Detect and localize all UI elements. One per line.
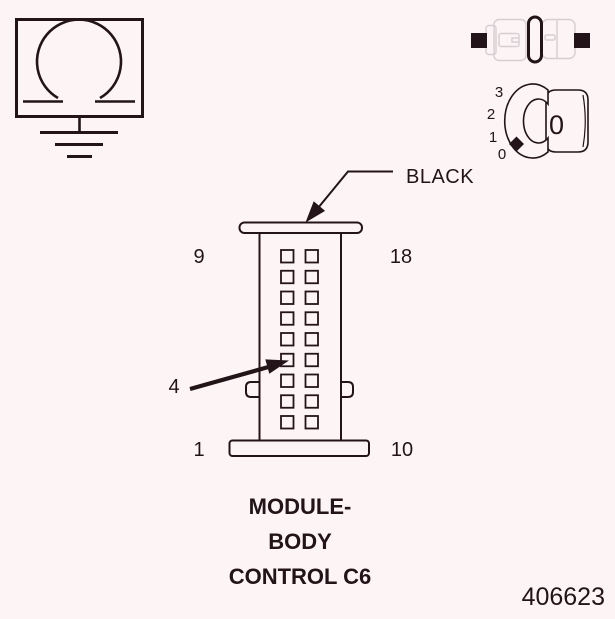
pin-square bbox=[304, 269, 319, 285]
pin-square bbox=[304, 394, 319, 409]
pin-square bbox=[304, 290, 319, 305]
pin-square bbox=[280, 415, 295, 430]
ground-symbol-icon bbox=[15, 18, 144, 158]
pin-square bbox=[280, 332, 295, 347]
pin-square bbox=[304, 352, 319, 368]
pin-callout-arrow bbox=[189, 359, 289, 392]
pin-square bbox=[280, 311, 295, 326]
pin-square bbox=[304, 311, 319, 326]
pin-square bbox=[280, 249, 295, 264]
connector-drawing bbox=[228, 221, 370, 457]
ignition-position-3: 3 bbox=[494, 84, 504, 101]
pin-square bbox=[280, 373, 295, 388]
pin-square bbox=[304, 332, 319, 347]
ignition-position-1: 1 bbox=[488, 129, 498, 146]
connector-name-line-2: BODY bbox=[268, 529, 332, 554]
ignition-position-2: 2 bbox=[486, 106, 496, 123]
pin-label-bottom-right: 10 bbox=[390, 439, 414, 461]
pin-square bbox=[304, 249, 319, 264]
pin-square bbox=[304, 373, 319, 388]
position-marker-diamond bbox=[509, 136, 524, 152]
connector-color-label: BLACK bbox=[406, 166, 475, 188]
ignition-position-0: 0 bbox=[497, 146, 507, 163]
pin-square bbox=[280, 290, 295, 305]
wire-stub-left bbox=[471, 33, 487, 48]
pin-square bbox=[304, 415, 319, 430]
pin-square bbox=[280, 394, 295, 409]
pin-callout-label: 4 bbox=[168, 376, 180, 398]
connector-body bbox=[258, 231, 342, 445]
connector-name-line-1: MODULE- bbox=[248, 494, 352, 519]
pin-square bbox=[280, 269, 295, 285]
harness-disconnect-icon bbox=[471, 15, 590, 64]
pin-grid bbox=[280, 249, 319, 430]
pin-label-top-right: 18 bbox=[389, 246, 413, 268]
figure-number: 406623 bbox=[521, 583, 605, 611]
seal-ring bbox=[527, 15, 543, 64]
wire-stub-right bbox=[574, 33, 590, 48]
pin-label-bottom-left: 1 bbox=[193, 439, 205, 461]
black-leader-arrow bbox=[305, 170, 393, 223]
connector-name: MODULE- BODY CONTROL C6 bbox=[199, 489, 401, 594]
ignition-selected-position: 0 bbox=[548, 110, 565, 140]
latch-tab-left bbox=[245, 381, 262, 398]
pin-square bbox=[280, 352, 295, 368]
connector-name-line-3: CONTROL C6 bbox=[228, 564, 372, 589]
ignition-switch-icon bbox=[503, 83, 589, 159]
pin-label-top-left: 9 bbox=[193, 246, 205, 268]
connector-top-flange bbox=[238, 221, 363, 234]
connector-bottom-flange bbox=[228, 439, 370, 457]
